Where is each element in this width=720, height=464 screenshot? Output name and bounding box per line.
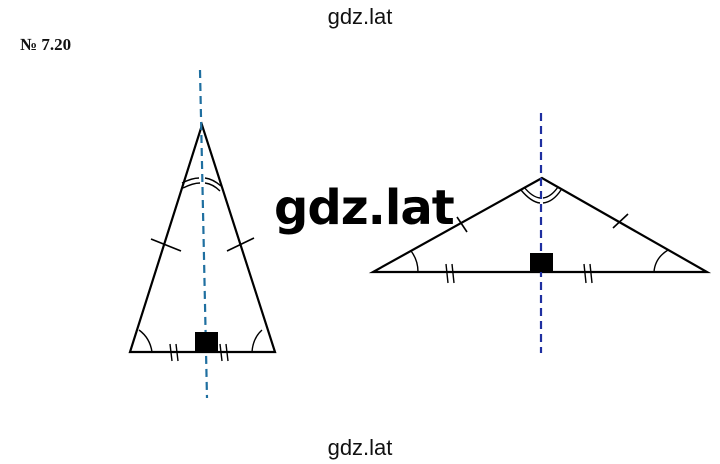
right-side-tick-left <box>456 216 468 233</box>
right-base-double-tick-right <box>583 263 593 284</box>
watermark-top: gdz.lat <box>327 4 393 29</box>
left-triangle-group <box>128 69 277 399</box>
left-side-tick-left <box>150 238 182 252</box>
problem-number: № 7.20 <box>20 35 72 54</box>
right-base-double-tick-left <box>445 263 455 284</box>
left-side-tick-right <box>226 237 255 252</box>
watermark-center: gdz.lat <box>274 180 455 236</box>
watermark-bottom: gdz.lat <box>327 435 393 460</box>
right-base-angle-arc-right <box>653 249 669 273</box>
right-base-angle-arc-left <box>410 250 419 273</box>
left-right-angle-marker <box>195 332 218 352</box>
left-base-angle-arc-left <box>138 329 153 353</box>
left-base-double-tick-right <box>219 343 229 362</box>
right-right-angle-marker <box>530 253 553 272</box>
left-base-double-tick-left <box>169 343 179 362</box>
left-base-angle-arc-right <box>251 329 263 353</box>
right-side-tick-right <box>612 213 629 229</box>
left-apex-angle-arcs <box>181 177 222 192</box>
right-triangle-group <box>368 113 712 353</box>
right-apex-angle-arcs <box>520 186 562 204</box>
